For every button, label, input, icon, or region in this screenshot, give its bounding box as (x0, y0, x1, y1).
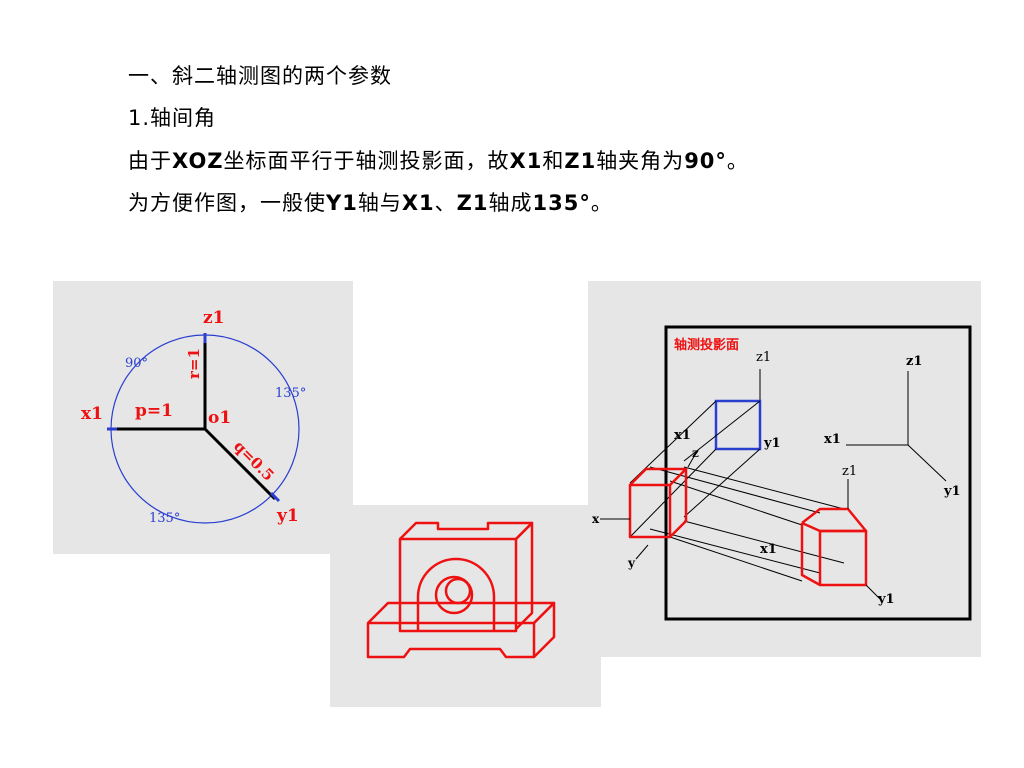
r-label: r=1 (185, 348, 203, 379)
p2-part: 、 (434, 191, 457, 215)
right-y-axis (865, 584, 881, 600)
proj-line (649, 466, 821, 514)
right-y-label: y1 (877, 592, 895, 607)
axis-angle-diagram: z1 x1 y1 o1 p=1 r=1 q=0.5 90° 135° 135° (81, 308, 306, 526)
left-y-axis (635, 544, 649, 560)
axes-z-label: z1 (906, 354, 922, 369)
p1-part: 90° (684, 149, 727, 173)
paragraph-1: 由于XOZ坐标面平行于轴测投影面，故X1和Z1轴夹角为90°。 (128, 145, 749, 175)
proj-line (683, 520, 845, 564)
bearing-block-drawing (366, 521, 556, 659)
axes-x-label: x1 (824, 432, 841, 447)
angle-135-right-label: 135° (275, 386, 306, 401)
angle-135-bottom-label: 135° (149, 511, 180, 526)
left-cube-side (669, 469, 688, 538)
proj-line (683, 448, 761, 518)
p1-part: Z1 (564, 149, 597, 173)
base-front (366, 621, 536, 659)
projection-diagram: 轴测投影面 z1 x1 y1 x z (592, 325, 972, 621)
right-z-label: z1 (842, 464, 857, 479)
upright-top (399, 521, 534, 540)
right-cube-top (801, 507, 868, 533)
left-cube-top (629, 467, 688, 486)
z1-label: z1 (203, 308, 224, 328)
blue-z-label: z1 (756, 350, 771, 365)
p1-part: 坐标面平行于轴测投影面，故 (223, 149, 510, 173)
right-cube-side (800, 523, 821, 587)
axes-y-label: y1 (943, 484, 961, 499)
p2-part: 。 (590, 191, 613, 215)
left-z-label: z (692, 446, 699, 460)
axes-y (907, 444, 947, 482)
p2-part: X1 (401, 191, 435, 215)
p2-part: 轴成 (488, 191, 533, 215)
p2-part: Y1 (326, 191, 358, 215)
y1-label: y1 (276, 506, 299, 526)
y-axis (203, 427, 277, 501)
projection-panel: 轴测投影面 z1 x1 y1 x z (588, 281, 981, 657)
blue-y-label: y1 (763, 436, 781, 451)
proj-line (683, 400, 761, 462)
y-tick (269, 491, 281, 503)
proj-line (629, 448, 717, 538)
blue-x-label: x1 (674, 428, 691, 443)
boss-hole-inner (444, 577, 472, 605)
plane-label: 轴测投影面 (674, 337, 739, 353)
upright-front (398, 537, 518, 633)
left-x-label: x (592, 512, 600, 526)
p2-part: 轴与 (357, 191, 402, 215)
left-y-label: y (627, 556, 636, 570)
paragraph-2: 为方便作图，一般使Y1轴与X1、Z1轴成135°。 (128, 187, 613, 217)
object-panel (330, 505, 601, 707)
left-z-axis (687, 452, 697, 468)
proj-line (683, 466, 845, 510)
proj-line (649, 528, 821, 574)
p1-part: X1 (509, 149, 543, 173)
p1-part: 轴夹角为 (596, 149, 685, 173)
boss-hole-outer (434, 575, 474, 615)
p2-part: 135° (532, 191, 591, 215)
p1-part: 和 (542, 149, 565, 173)
x1-label: x1 (81, 404, 103, 424)
boss (416, 557, 496, 631)
p2-part: 为方便作图，一般使 (128, 191, 326, 215)
p1-part: XOZ (172, 149, 224, 173)
upright-side (515, 521, 534, 630)
base-side (533, 601, 556, 658)
p-label: p=1 (135, 401, 173, 421)
proj-line (669, 480, 803, 526)
proj-line (669, 536, 803, 582)
angle-90-label: 90° (125, 356, 148, 371)
heading: 一、斜二轴测图的两个参数 (128, 64, 392, 88)
o1-label: o1 (208, 408, 231, 428)
projection-plane (664, 325, 972, 621)
right-x-label: x1 (760, 542, 777, 557)
blue-square (714, 399, 762, 451)
axis-angle-panel: z1 x1 y1 o1 p=1 r=1 q=0.5 90° 135° 135° (53, 281, 353, 554)
subheading: 1.轴间角 (128, 106, 217, 130)
p1-part: 。 (726, 149, 749, 173)
p1-part: 由于 (128, 149, 172, 173)
p2-part: Z1 (456, 191, 489, 215)
